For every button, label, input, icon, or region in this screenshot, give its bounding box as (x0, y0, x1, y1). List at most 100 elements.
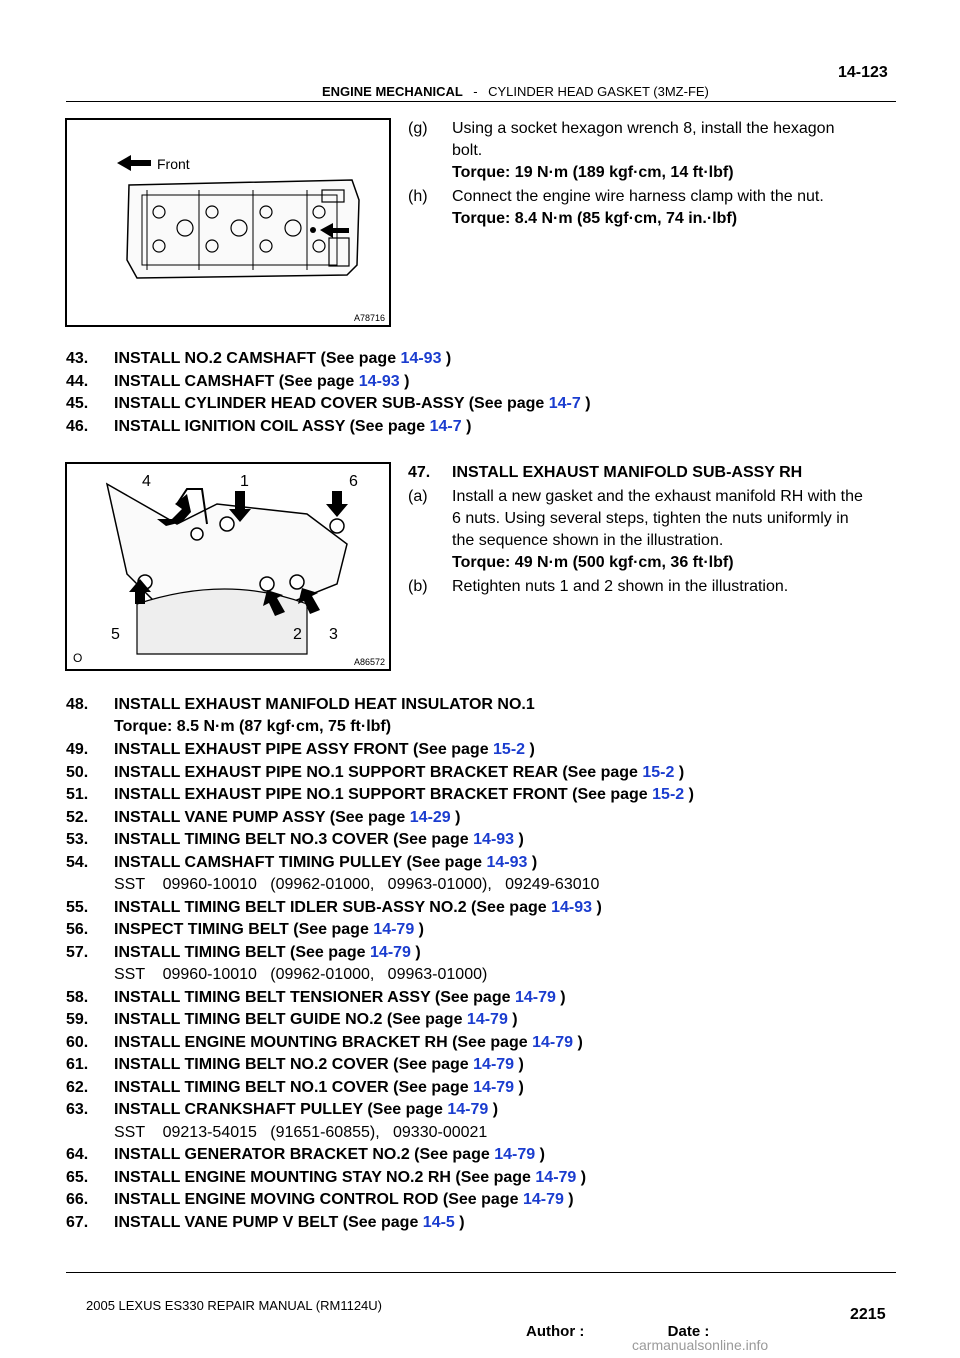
page-link[interactable]: 15-2 (642, 763, 675, 781)
step-end: ) (555, 988, 566, 1006)
page-link[interactable]: 14-29 (409, 808, 451, 826)
step-item: 65.INSTALL ENGINE MOUNTING STAY NO.2 RH … (66, 1167, 586, 1189)
page-link[interactable]: 14-79 (466, 1011, 508, 1028)
step-end: ) (410, 943, 421, 961)
sst-line: SST 09213-54015 (91651-60855), 09330-000… (114, 1123, 488, 1141)
page-link[interactable]: 14-93 (358, 372, 400, 390)
footer-manual: 2005 LEXUS ES330 REPAIR MANUAL (RM1124U) (86, 1298, 382, 1313)
nut-number-3: 3 (329, 626, 338, 643)
page-link[interactable]: 14-79 (494, 1146, 536, 1163)
page-link[interactable]: 14-93 (551, 898, 593, 916)
step-text: INSTALL CAMSHAFT (See page (114, 372, 359, 390)
page-link[interactable]: 14-79 (373, 921, 415, 938)
step-48-text: INSTALL EXHAUST MANIFOLD HEAT INSULATOR … (114, 696, 535, 713)
figure-cylinder-head: Front A78716 (65, 118, 391, 327)
step-number: 51. (66, 786, 89, 803)
page-link[interactable]: 15-2 (652, 786, 685, 803)
step-text: INSTALL TIMING BELT NO.1 COVER (See page (114, 1078, 474, 1096)
page-link[interactable]: 14-79 (522, 1191, 564, 1208)
page-link[interactable]: 14-79 (535, 1168, 577, 1186)
nut-number-1: 1 (240, 473, 249, 490)
nut-number-6: 6 (349, 473, 358, 490)
step-number: 64. (66, 1146, 89, 1163)
page-link[interactable]: 14-7 (548, 395, 581, 412)
step-text: INSTALL EXHAUST PIPE NO.1 SUPPORT BRACKE… (114, 763, 643, 781)
step-number: 63. (66, 1101, 89, 1118)
step-end: ) (441, 350, 452, 367)
step-number: 44. (66, 372, 89, 390)
exhaust-manifold-illustration: 4 1 6 5 2 3 O (73, 473, 358, 665)
page-link[interactable]: 14-79 (514, 988, 556, 1006)
step-g-text-1: Using a socket hexagon wrench 8, install… (452, 120, 835, 137)
step-item: 57.INSTALL TIMING BELT (See page 14-79 ) (66, 942, 421, 964)
sst-line: SST 09960-10010 (09962-01000, 09963-0100… (114, 876, 600, 893)
step-end: ) (525, 741, 535, 758)
header-separator: - (473, 84, 478, 99)
step-item: 66.INSTALL ENGINE MOVING CONTROL ROD (Se… (66, 1189, 574, 1211)
page-link[interactable]: 14-93 (400, 350, 442, 367)
step-text: INSTALL ENGINE MOUNTING BRACKET RH (See … (114, 1033, 533, 1051)
step-number: 50. (66, 763, 89, 781)
page-link[interactable]: 14-93 (486, 853, 528, 871)
step-text: INSPECT TIMING BELT (See page (114, 921, 374, 938)
step-end: ) (399, 372, 410, 390)
step-item: 44. INSTALL CAMSHAFT (See page 14-93 ) (66, 371, 409, 393)
step-g-text-2: bolt. (452, 142, 483, 159)
step-item: 43.INSTALL NO.2 CAMSHAFT (See page 14-93… (66, 348, 451, 370)
step-end: ) (576, 1168, 587, 1186)
page-link[interactable]: 14-79 (370, 943, 411, 961)
step-number: 67. (66, 1213, 89, 1231)
step-item: 61.INSTALL TIMING BELT NO.2 COVER (See p… (66, 1054, 524, 1076)
step-text: INSTALL ENGINE MOUNTING STAY NO.2 RH (Se… (114, 1168, 536, 1186)
step-number: 56. (66, 921, 89, 938)
step-number: 62. (66, 1078, 89, 1096)
step-text: INSTALL EXHAUST PIPE ASSY FRONT (See pag… (114, 741, 494, 758)
step-number: 53. (66, 831, 89, 848)
step-item: 63. INSTALL CRANKSHAFT PULLEY (See page 1… (66, 1099, 498, 1121)
step-item: 46.INSTALL IGNITION COIL ASSY (See page … (66, 416, 471, 438)
step-end: ) (580, 395, 591, 412)
step-text: INSTALL CRANKSHAFT PULLEY (See page (114, 1101, 448, 1118)
step-text: INSTALL TIMING BELT IDLER SUB-ASSY NO.2 … (114, 898, 552, 916)
step-number: 45. (66, 395, 89, 412)
step-end: ) (535, 1146, 545, 1163)
step-end: ) (573, 1033, 583, 1051)
step-47-num: 47. (408, 464, 431, 481)
sst-line: SST 09960-10010 (09962-01000, 09963-0100… (114, 966, 488, 983)
step-item: 60.INSTALL ENGINE MOUNTING BRACKET RH (S… (66, 1032, 583, 1054)
page-link[interactable]: 14-93 (473, 831, 515, 848)
header-subsection: CYLINDER HEAD GASKET (3MZ-FE) (488, 84, 709, 99)
step-text: INSTALL VANE PUMP V BELT (See page (114, 1213, 423, 1231)
step-end: ) (450, 808, 461, 826)
cylinder-head-illustration: Front (117, 155, 360, 279)
step-h-torque: Torque: 8.4 N·m (85 kgf·cm, 74 in.·lbf) (452, 210, 738, 227)
step-end: ) (414, 921, 424, 938)
watermark: carmanualsonline.info (632, 1337, 769, 1353)
step-47a-label: (a) (408, 488, 428, 505)
header-rule (66, 101, 896, 102)
step-text: INSTALL EXHAUST PIPE NO.1 SUPPORT BRACKE… (114, 786, 653, 803)
step-text: INSTALL NO.2 CAMSHAFT (See page (114, 350, 401, 367)
step-item: 67. INSTALL VANE PUMP V BELT (See page 14… (66, 1212, 465, 1234)
step-h-text: Connect the engine wire harness clamp wi… (452, 188, 824, 205)
step-text: INSTALL CYLINDER HEAD COVER SUB-ASSY (Se… (114, 395, 549, 412)
page-link[interactable]: 14-7 (429, 417, 462, 435)
page-link[interactable]: 14-79 (473, 1056, 515, 1073)
step-item: 45. INSTALL CYLINDER HEAD COVER SUB-ASSY … (66, 393, 591, 415)
front-label: Front (157, 156, 190, 172)
step-item: 56. INSPECT TIMING BELT (See page 14-79 ) (66, 919, 424, 941)
step-end: ) (563, 1191, 574, 1208)
front-arrow-icon (117, 155, 151, 171)
author-date: Author : Date : (526, 1323, 710, 1340)
step-number: 55. (66, 898, 89, 916)
step-end: ) (684, 786, 694, 803)
page-link[interactable]: 14-79 (532, 1033, 574, 1051)
page-link[interactable]: 14-79 (473, 1078, 515, 1096)
step-47b-text: Retighten nuts 1 and 2 shown in the illu… (452, 578, 789, 595)
step-text: INSTALL TIMING BELT TENSIONER ASSY (See … (114, 988, 515, 1006)
step-item: 62. INSTALL TIMING BELT NO.1 COVER (See p… (66, 1077, 524, 1099)
page-link[interactable]: 14-5 (422, 1213, 455, 1231)
nut-number-5: 5 (111, 626, 120, 643)
page-link[interactable]: 15-2 (493, 741, 526, 758)
page-link[interactable]: 14-79 (447, 1101, 489, 1118)
